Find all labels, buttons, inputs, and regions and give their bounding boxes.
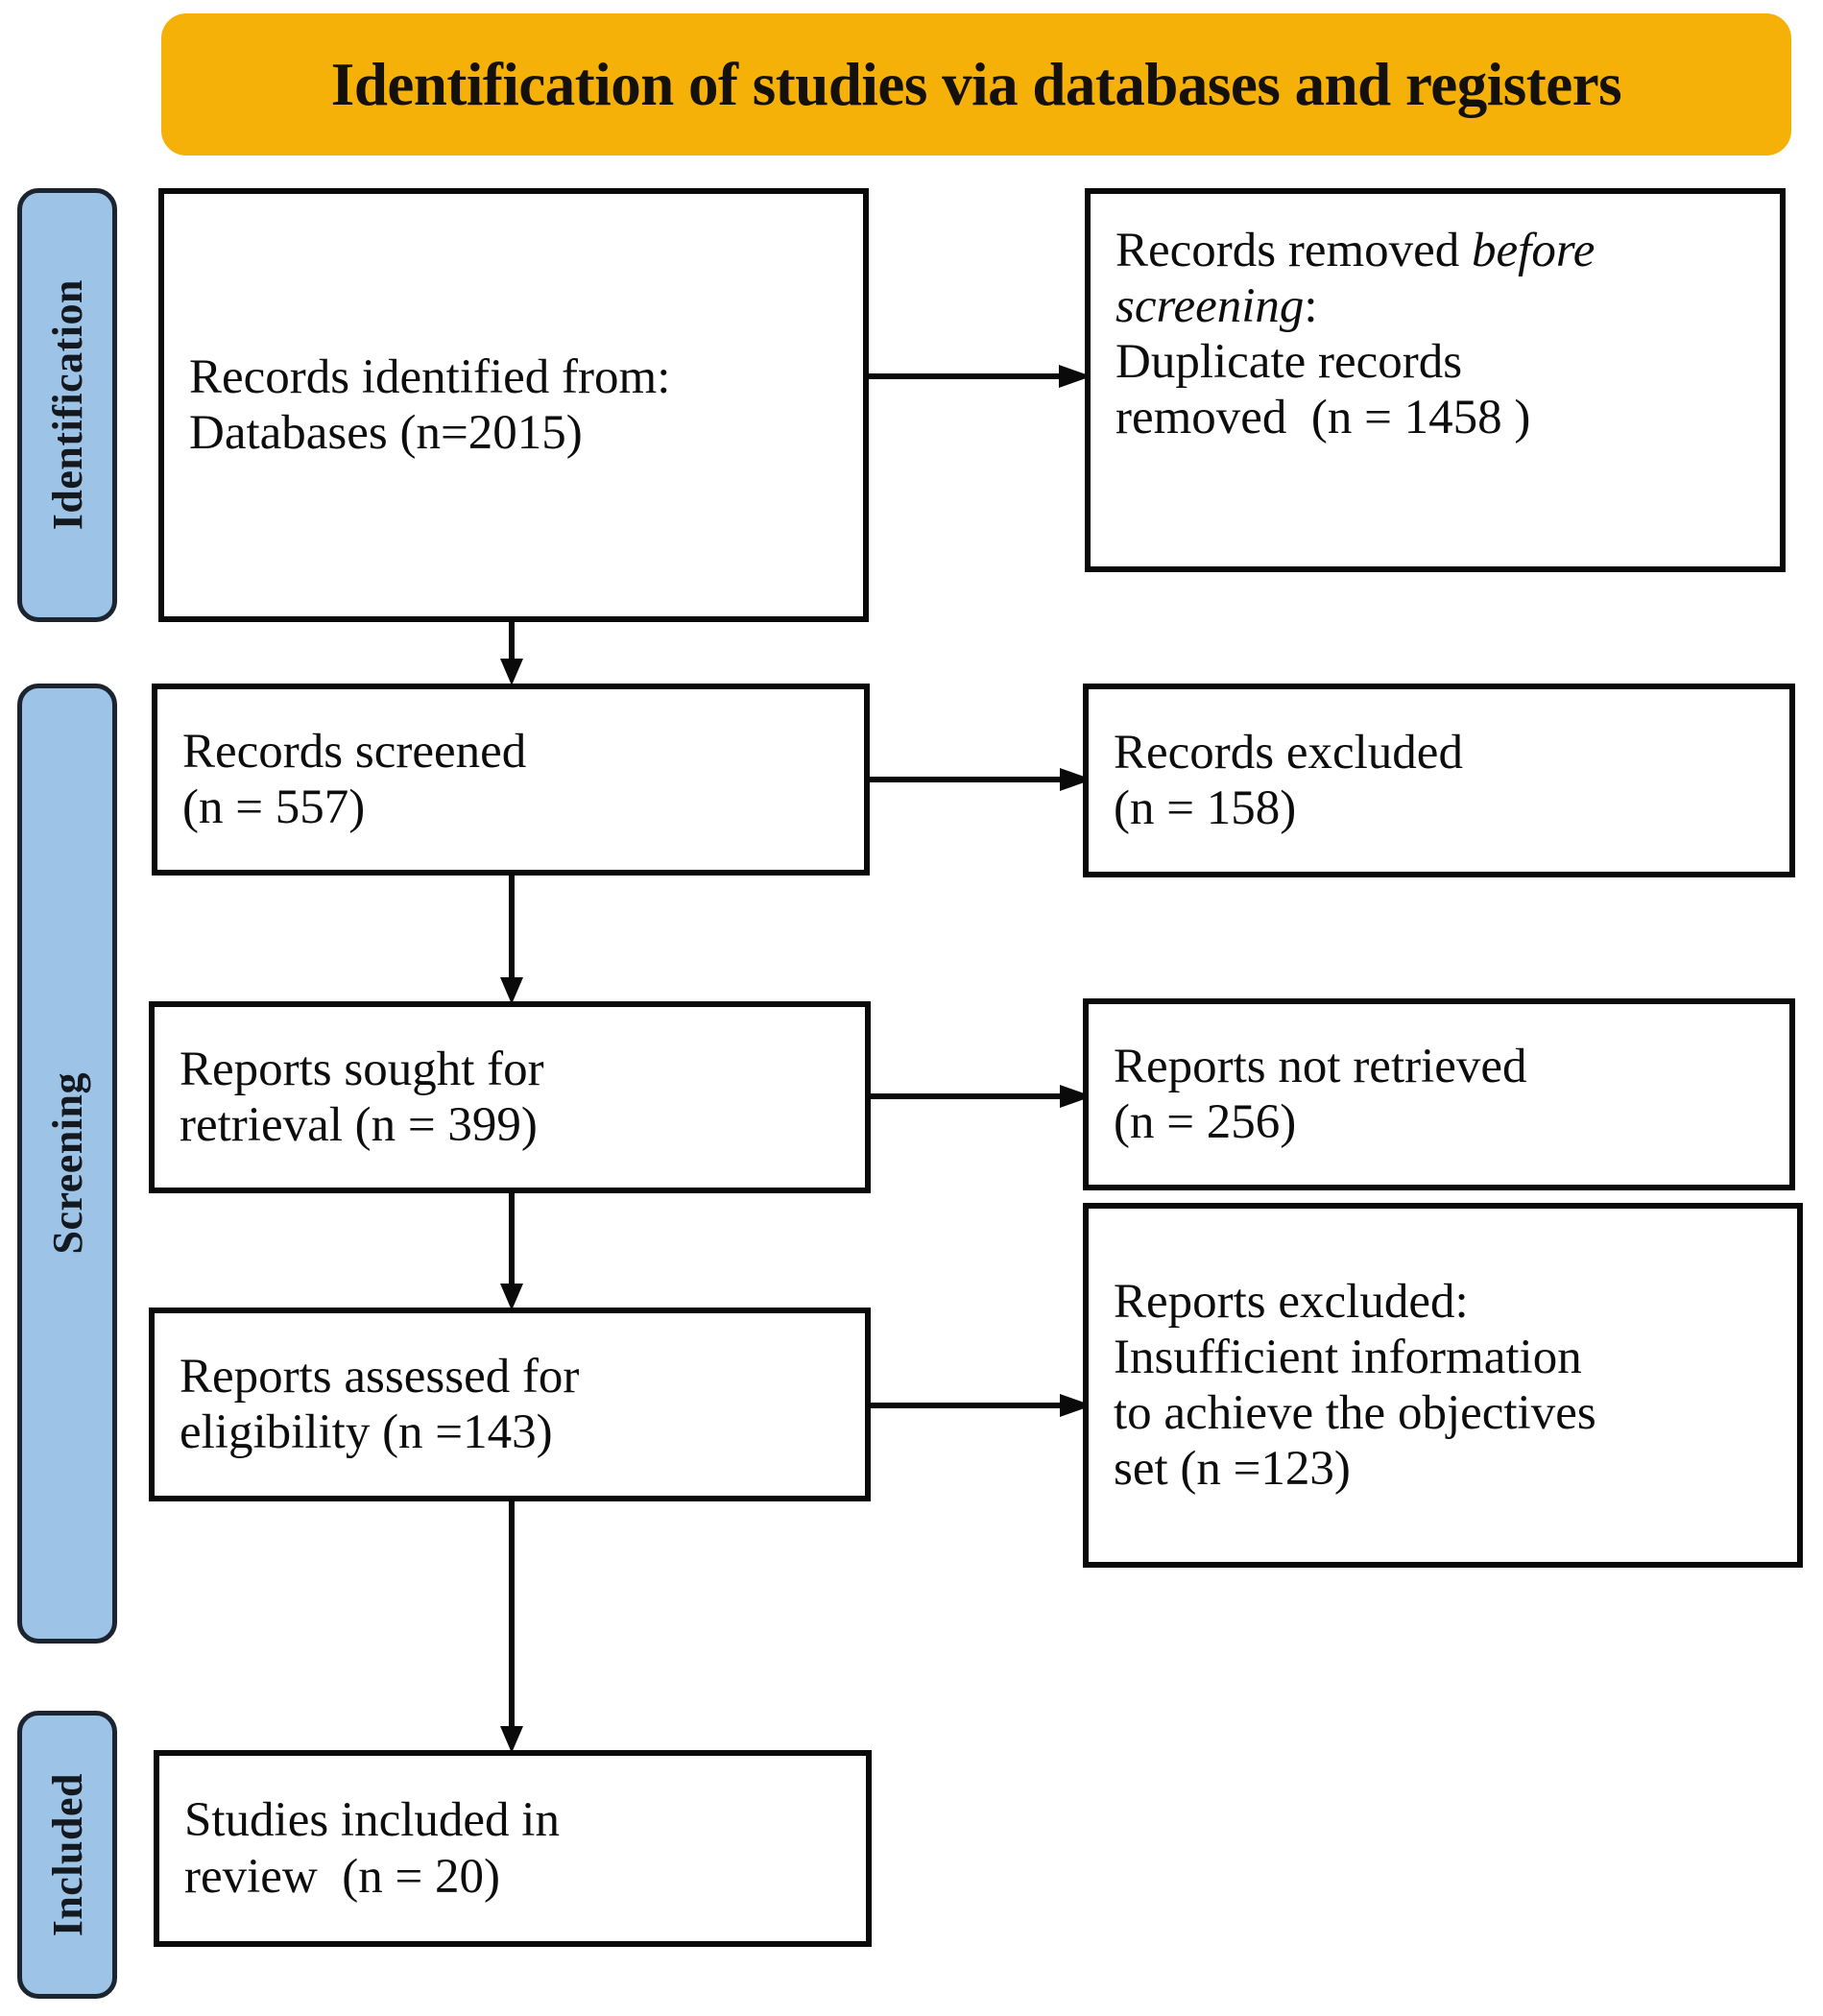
node-line: Reports sought for — [180, 1042, 544, 1096]
page-title: Identification of studies via databases … — [330, 50, 1622, 118]
node-line-italic: screening — [1115, 279, 1305, 334]
node-records-identified: Records identified from: Databases (n=20… — [158, 188, 869, 622]
connector-identified-to-screened — [500, 622, 523, 685]
node-line: Records screened — [182, 724, 527, 779]
node-line: Databases (n=2015) — [189, 406, 583, 460]
diagram-header-banner: Identification of studies via databases … — [161, 13, 1791, 156]
node-reports-assessed: Reports assessed for eligibility (n =143… — [149, 1308, 871, 1501]
node-line: set (n =123) — [1114, 1442, 1351, 1497]
node-line: Duplicate records — [1115, 335, 1463, 390]
connector-assessed-to-excluded-reports — [870, 1394, 1092, 1417]
node-line: to achieve the objectives — [1114, 1386, 1596, 1440]
connector-sought-to-assessed — [500, 1193, 523, 1310]
connector-assessed-to-included — [500, 1501, 523, 1753]
node-line-italic: before — [1472, 224, 1595, 277]
node-line: Records excluded — [1114, 725, 1463, 780]
connector-screened-to-sought — [500, 876, 523, 1004]
stage-label-included: Included — [17, 1711, 117, 1999]
node-line: review (n = 20) — [184, 1849, 500, 1904]
node-line-plain: Records removed — [1115, 224, 1473, 277]
node-line: Insufficient information — [1114, 1330, 1582, 1384]
node-line: Records identified from: — [189, 349, 671, 404]
stage-label-text: Included — [43, 1772, 91, 1937]
stage-label-text: Identification — [43, 279, 91, 531]
node-line: Reports excluded: — [1114, 1274, 1469, 1329]
stage-label-screening: Screening — [17, 684, 117, 1644]
stage-label-text: Screening — [43, 1072, 91, 1255]
node-line: removed (n = 1458 ) — [1115, 391, 1531, 445]
node-line: Records removed before — [1115, 223, 1755, 278]
node-records-excluded: Records excluded (n = 158) — [1083, 684, 1795, 877]
node-line: Reports assessed for — [180, 1349, 580, 1404]
node-records-removed: Records removed before screening: Duplic… — [1085, 188, 1786, 572]
node-line-plain: : — [1304, 279, 1318, 334]
node-line: (n = 158) — [1114, 781, 1297, 835]
node-reports-excluded: Reports excluded: Insufficient informati… — [1083, 1203, 1803, 1568]
node-reports-sought: Reports sought for retrieval (n = 399) — [149, 1001, 871, 1193]
node-reports-not-retrieved: Reports not retrieved (n = 256) — [1083, 998, 1795, 1190]
node-line: Studies included in — [184, 1793, 560, 1848]
node-studies-included: Studies included in review (n = 20) — [154, 1750, 872, 1947]
node-records-screened: Records screened (n = 557) — [152, 684, 870, 876]
node-line: eligibility (n =143) — [180, 1405, 553, 1459]
node-line: retrieval (n = 399) — [180, 1098, 538, 1152]
connector-identified-to-removed — [869, 365, 1091, 388]
node-line: (n = 256) — [1114, 1095, 1297, 1149]
connector-screened-to-excluded — [870, 768, 1092, 791]
stage-label-identification: Identification — [17, 188, 117, 622]
node-line: (n = 557) — [182, 780, 366, 834]
connector-sought-to-notretrieved — [870, 1085, 1092, 1108]
node-line: Reports not retrieved — [1114, 1039, 1527, 1093]
node-line: screening: — [1115, 278, 1755, 334]
